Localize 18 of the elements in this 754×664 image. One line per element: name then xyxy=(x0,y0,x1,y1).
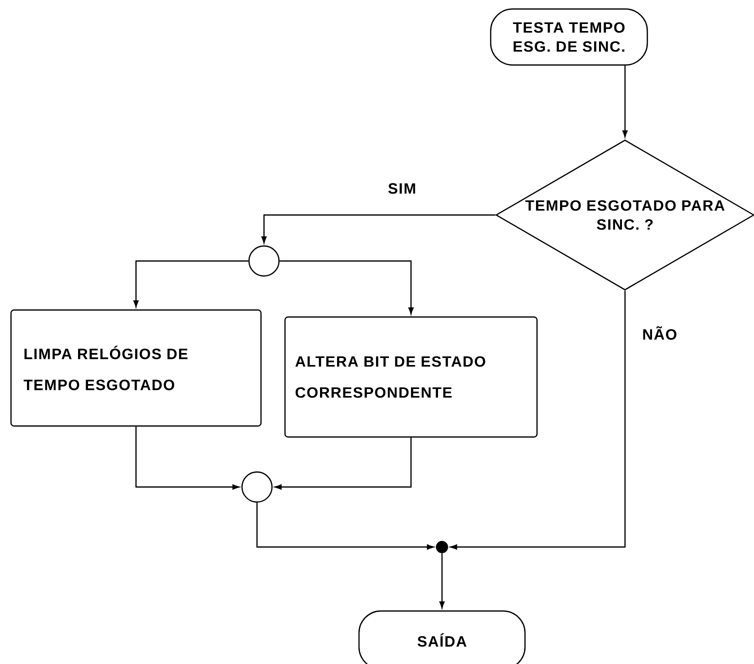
arrow xyxy=(256,502,434,550)
edge-label: SIM xyxy=(388,183,416,194)
junction-dot xyxy=(436,540,448,554)
edge-label: NÃO xyxy=(643,326,676,340)
arrow xyxy=(274,438,412,490)
connector-circle xyxy=(248,245,280,277)
arrow xyxy=(135,426,240,490)
connector-circle xyxy=(241,471,273,503)
terminal-box: SAÍDA xyxy=(358,610,526,664)
arrow xyxy=(133,260,248,308)
arrow xyxy=(261,214,496,244)
process-box: ALTERA BIT DE ESTADO CORRESPONDENTE xyxy=(284,316,538,438)
process-box: LIMPA RELÓGIOS DE TEMPO ESGOTADO xyxy=(10,309,262,427)
arrow xyxy=(450,290,626,550)
arrow xyxy=(439,553,445,608)
terminal-box: TESTA TEMPO ESG. DE SINC. xyxy=(490,8,648,66)
arrow xyxy=(280,260,414,314)
arrow xyxy=(622,66,628,138)
